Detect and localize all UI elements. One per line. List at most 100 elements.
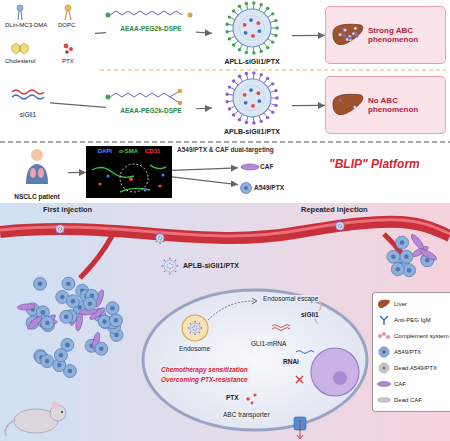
illustration-part [63, 232, 64, 233]
node-label: A549/PTX [254, 184, 284, 191]
outcome-text: Strong ABC phenomenon [368, 26, 441, 44]
nanoparticle: APLB-siGli1/PTX [212, 76, 292, 136]
patient: NSCLC patient [6, 146, 68, 200]
connectors [50, 32, 325, 184]
illustration-part [169, 273, 170, 274]
node-label: DOPC [58, 22, 75, 29]
illustration-part [400, 250, 413, 263]
illustration-part [167, 267, 168, 268]
outcome-text: No ABC phenomenon [368, 96, 441, 114]
illustration-part [86, 146, 172, 198]
illustration-part [251, 34, 255, 38]
illustration-part [110, 306, 115, 311]
tissue-image [86, 146, 172, 198]
illustration-part [26, 164, 48, 184]
transporter-label: ABC transporter [222, 411, 271, 418]
illustration-part [409, 233, 425, 251]
illustration-part [167, 264, 168, 265]
nanoparticle-icon [334, 220, 346, 232]
illustration-part [164, 260, 165, 261]
illustration-part [245, 51, 248, 54]
illustration-part [176, 266, 178, 267]
illustration-part [232, 43, 235, 46]
illustration-part [196, 328, 197, 329]
node-label: DAPI [98, 148, 112, 155]
legend-item: Dead CAF [377, 392, 449, 408]
illustration-part [193, 329, 194, 330]
illustration-part [379, 347, 389, 357]
illustration-part [110, 11, 182, 15]
illustration-part [75, 313, 84, 332]
illustration-part [266, 7, 269, 10]
linker-label: AEAA-PEG2k-DSPE [106, 22, 196, 36]
node-label: AEAA-PEG2k-DSPE [120, 25, 181, 32]
illustration-part [160, 239, 161, 240]
illustration-part [339, 220, 340, 221]
illustration-part [341, 224, 342, 225]
illustration-part [387, 250, 400, 263]
illustration-part [171, 264, 172, 265]
illustration-part [65, 228, 66, 229]
illustration-part [238, 75, 241, 78]
illustration-part [341, 226, 342, 227]
node-label: PTX [62, 58, 74, 65]
illustration-part [156, 241, 157, 242]
illustration-part [395, 267, 400, 272]
edge-label: A549/PTX & CAF dual-targeting [176, 146, 275, 153]
illustration-part [98, 182, 101, 185]
illustration-part [233, 79, 271, 117]
illustration-part [69, 47, 73, 51]
illustration-part [274, 19, 277, 22]
illustration-part [34, 277, 47, 290]
row-divider [100, 70, 446, 71]
illustration-part [174, 260, 175, 261]
legend-text: A549/PTX [394, 349, 421, 356]
arrow-connector [196, 107, 212, 109]
patient-icon [26, 149, 48, 184]
node-label: α-SMA [119, 148, 138, 155]
illustration-part [208, 301, 256, 320]
illustration-part [379, 363, 389, 373]
illustration-part [109, 314, 122, 327]
illustration-part [228, 107, 231, 110]
molecule-label: siGli1 [300, 311, 320, 318]
illustration-part [311, 348, 359, 396]
section-divider [0, 141, 450, 142]
illustration-part [157, 235, 162, 240]
illustration-part [201, 327, 202, 328]
illustration-part [30, 168, 36, 178]
cell-type: A549/PTX [238, 181, 298, 195]
tumor-right [387, 233, 438, 277]
node-label: DLin-MC3-DMA [5, 22, 47, 29]
illustration-part [196, 326, 197, 327]
illustration-part [251, 104, 255, 108]
illustration-part [340, 227, 341, 228]
legend-item: Dead A549/PTX [377, 360, 449, 376]
illustration-part [129, 177, 133, 181]
illustration-part [245, 2, 248, 5]
illustration-part [238, 48, 241, 51]
cell-type: CAF [238, 160, 282, 174]
legend-text: Liver [394, 301, 407, 308]
illustration-part [194, 334, 195, 335]
illustration-part [252, 1, 255, 4]
illustration-part [59, 234, 60, 235]
illustration-part [163, 241, 164, 242]
illustration-part [59, 223, 60, 224]
illustration-part [252, 51, 255, 54]
liver-icon [333, 94, 363, 114]
illustration-part [163, 234, 164, 235]
illustration-part [190, 323, 191, 324]
illustration-part [188, 13, 193, 18]
illustration-part [225, 93, 228, 96]
illustration-part [56, 225, 64, 233]
illustration-part [225, 30, 228, 33]
illustration-part [400, 240, 405, 245]
node-label: CAF [260, 163, 273, 170]
illustration-part [391, 254, 396, 259]
accumulated-particle [339, 33, 342, 36]
illustration-part [252, 71, 255, 74]
illustration-part [26, 315, 44, 331]
illustration-part [233, 9, 271, 47]
illustration-part [407, 268, 412, 273]
